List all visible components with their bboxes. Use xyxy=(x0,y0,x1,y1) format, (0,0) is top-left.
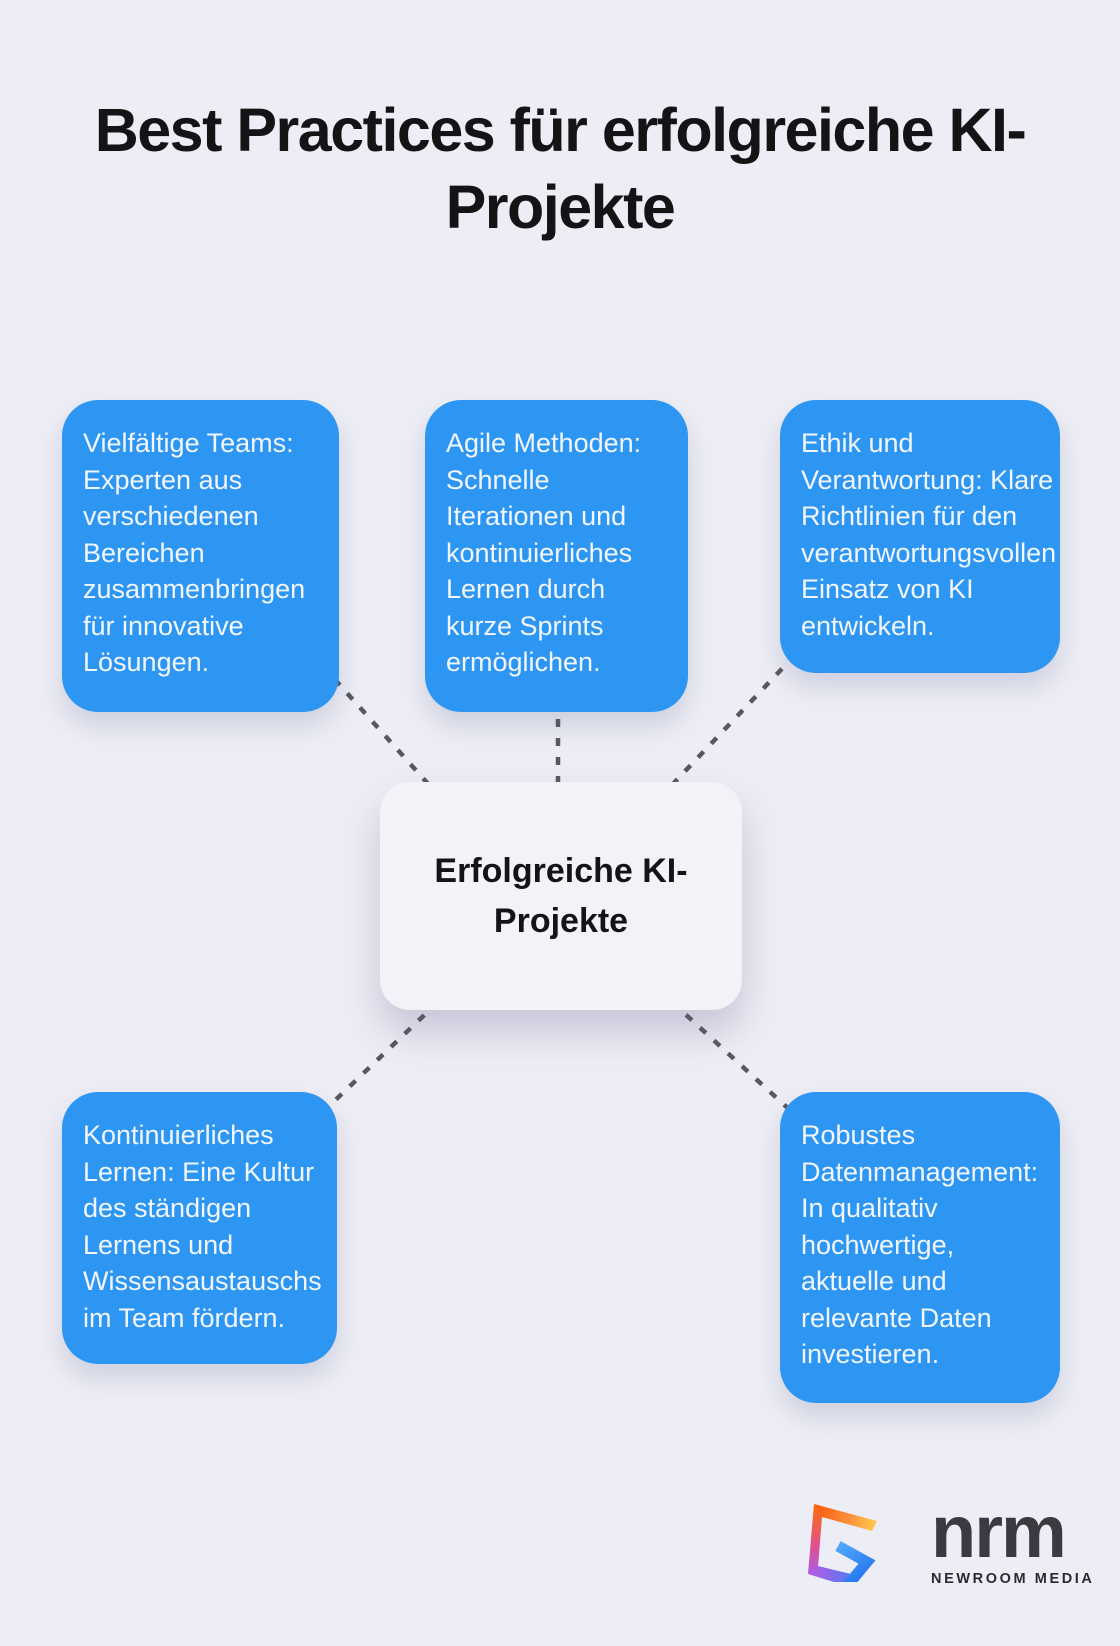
center-node-label: Erfolgreiche KI-Projekte xyxy=(434,852,688,940)
logo-text-block: nrm NEWROOM MEDIA xyxy=(931,1490,1095,1588)
node-kontinuierliches-lernen: Kontinuierliches Lernen: Eine Kultur des… xyxy=(62,1092,337,1364)
node-ethik-verantwortung: Ethik und Verantwortung: Klare Richtlini… xyxy=(780,400,1060,673)
logo-tagline-text: NEWROOM MEDIA xyxy=(931,1571,1095,1587)
connector-bottom-left xyxy=(323,1000,440,1112)
node-agile-methoden: Agile Methoden: Schnelle Iterationen und… xyxy=(425,400,688,712)
logo-brand-text: nrm xyxy=(931,1490,1067,1573)
center-node: Erfolgreiche KI-Projekte xyxy=(380,782,742,1010)
node-text: Vielfältige Teams: Experten aus verschie… xyxy=(83,428,306,677)
node-text: Ethik und Verantwortung: Klare Richtlini… xyxy=(801,428,1057,641)
connector-top-right xyxy=(670,653,797,787)
node-text: Agile Methoden: Schnelle Iterationen und… xyxy=(446,428,642,677)
newroom-media-logo-icon xyxy=(808,1504,877,1582)
connector-bottom-right xyxy=(670,1000,794,1114)
node-robustes-datenmanagement: Robustes Datenmanagement: In qualitativ … xyxy=(780,1092,1060,1403)
page-title: Best Practices für erfolgreiche KI-Proje… xyxy=(94,96,1027,241)
node-text: Robustes Datenmanagement: In qualitativ … xyxy=(801,1120,1039,1369)
node-text: Kontinuierliches Lernen: Eine Kultur des… xyxy=(83,1120,322,1333)
brand-logo: nrm NEWROOM MEDIA xyxy=(803,1490,1095,1588)
node-vielfaeltige-teams: Vielfältige Teams: Experten aus verschie… xyxy=(62,400,339,712)
connector-top-left xyxy=(320,663,440,797)
